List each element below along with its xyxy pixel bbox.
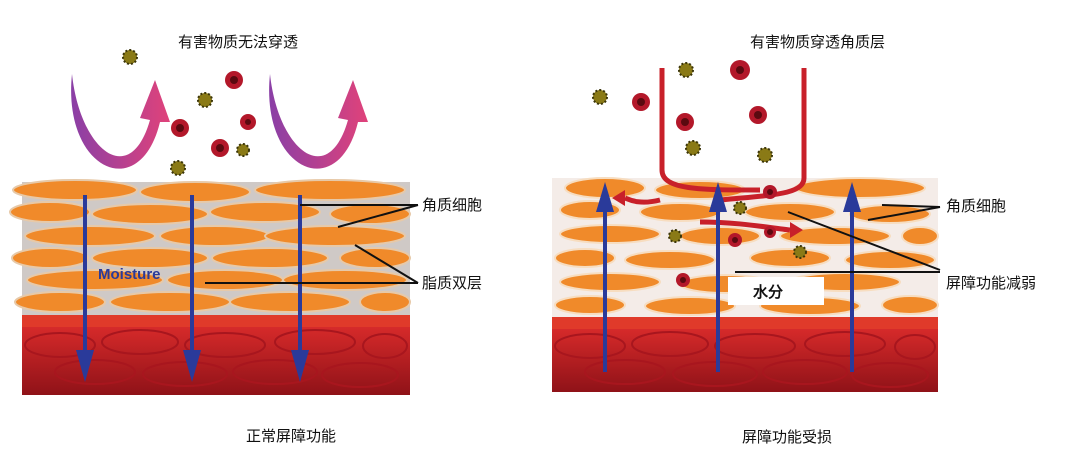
harmful-particle-olive-icon xyxy=(236,143,250,157)
water-label-box xyxy=(728,277,824,305)
harmful-particle-red-icon xyxy=(676,113,694,131)
harmful-particle-olive-icon xyxy=(122,49,138,65)
left-moisture-arrows xyxy=(76,195,309,382)
left-harmful-particles xyxy=(122,49,256,176)
right-dermis-cells xyxy=(554,331,936,388)
harmful-particle-red-icon xyxy=(171,119,189,137)
harmful-particle-olive-icon xyxy=(592,89,608,105)
right-label-corneocytes: 角质细胞 xyxy=(946,197,1006,215)
right-caption: 屏障功能受损 xyxy=(742,428,832,446)
right-panel: 水分 有害物质穿透角质层 角质细胞 屏障功能减弱 屏障功能受损 xyxy=(552,33,1036,446)
right-top-title: 有害物质穿透角质层 xyxy=(750,33,885,51)
harmful-particle-olive-icon xyxy=(793,245,807,259)
harmful-particle-red-icon xyxy=(764,226,776,238)
harmful-particle-olive-icon xyxy=(685,140,701,156)
harmful-particle-red-icon xyxy=(632,93,650,111)
right-leader-lines xyxy=(735,204,941,273)
left-dermis-border xyxy=(22,315,410,327)
moisture-label: Moisture xyxy=(98,266,161,283)
left-top-title: 有害物质无法穿透 xyxy=(178,33,298,51)
left-caption: 正常屏障功能 xyxy=(246,427,336,445)
right-label-barrier: 屏障功能减弱 xyxy=(946,274,1036,292)
harmful-particle-red-icon xyxy=(749,106,767,124)
left-label-corneocytes: 角质细胞 xyxy=(422,196,482,214)
right-dermis-border xyxy=(552,317,938,329)
harmful-particle-olive-icon xyxy=(197,92,213,108)
right-water-arrows xyxy=(596,182,861,372)
water-label: 水分 xyxy=(753,283,783,301)
harmful-particle-olive-icon xyxy=(757,147,773,163)
right-penetration-arrowheads xyxy=(612,190,803,238)
harmful-particle-olive-icon xyxy=(170,160,186,176)
left-dermis-cells xyxy=(24,329,408,388)
harmful-particle-olive-icon xyxy=(668,229,682,243)
left-panel: Moisture 有害物质无法穿透 角质细胞 脂质双层 正常屏障功能 xyxy=(9,33,482,445)
harmful-particle-olive-icon xyxy=(733,201,747,215)
left-label-lipid: 脂质双层 xyxy=(422,274,482,292)
right-harmful-particles xyxy=(592,60,807,287)
harmful-particle-red-icon xyxy=(211,139,229,157)
harmful-particle-red-icon xyxy=(240,114,256,130)
harmful-particle-olive-icon xyxy=(678,62,694,78)
harmful-particle-red-icon xyxy=(676,273,690,287)
deflect-arrow-right xyxy=(269,74,368,169)
harmful-particle-red-icon xyxy=(225,71,243,89)
harmful-particle-red-icon xyxy=(730,60,750,80)
left-leader-lines xyxy=(205,204,419,284)
right-penetration-arrows xyxy=(624,68,807,233)
deflect-arrow-left xyxy=(71,74,170,169)
harmful-particle-red-icon xyxy=(728,233,742,247)
harmful-particle-red-icon xyxy=(763,185,777,199)
